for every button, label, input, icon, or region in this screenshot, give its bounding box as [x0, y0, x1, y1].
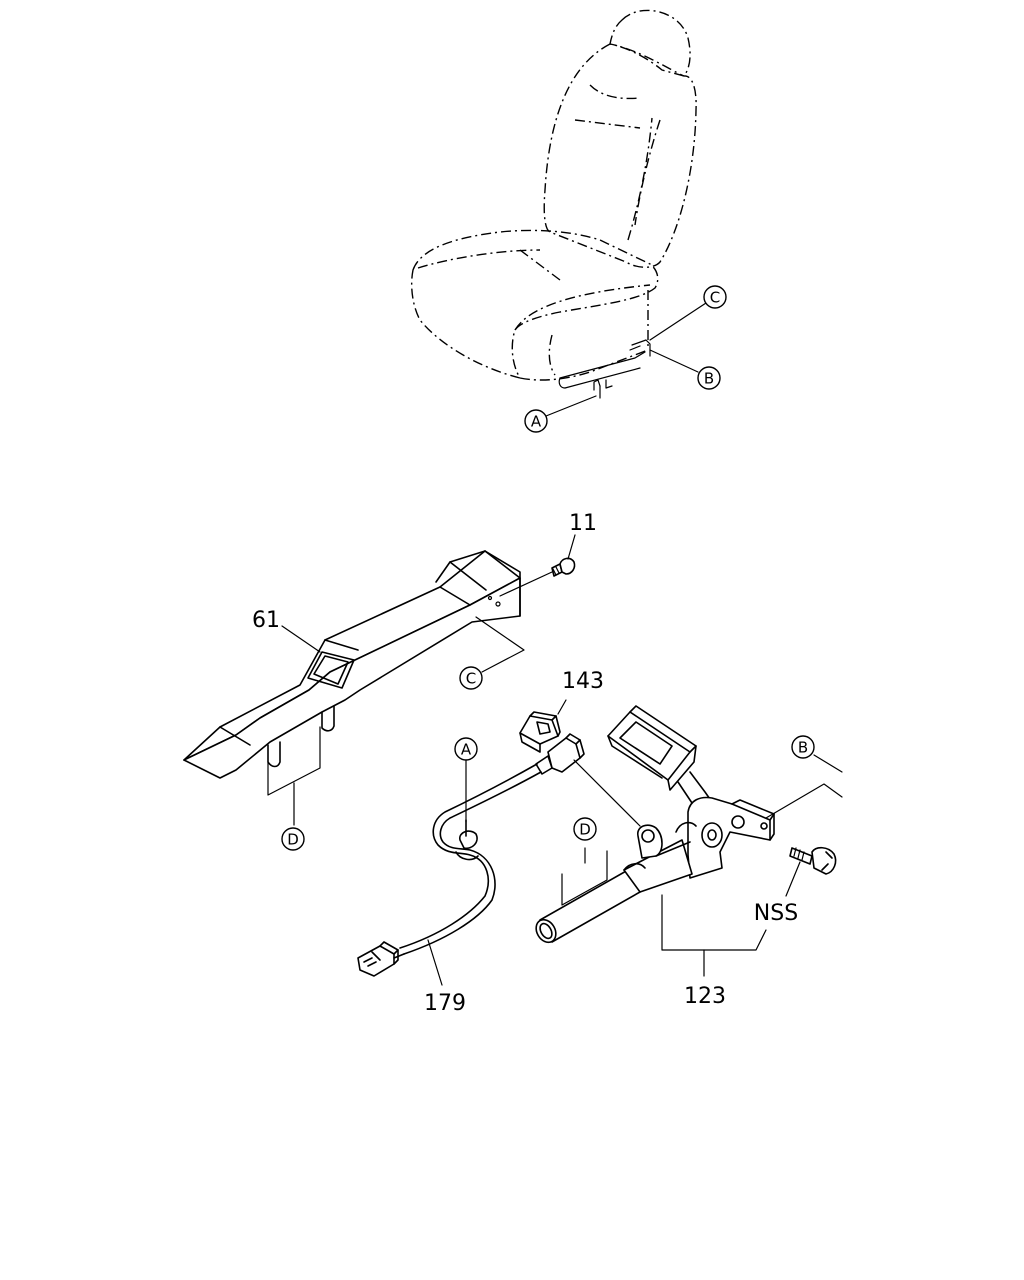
marker-seat-a: A: [524, 409, 548, 433]
marker-buckle-d: D: [573, 817, 597, 841]
marker-rail-c: C: [459, 666, 483, 690]
part-61-rail-cover: [183, 550, 521, 779]
part-179-harness: [357, 733, 585, 986]
marker-seat-c: C: [703, 285, 727, 309]
callout-61: 61: [252, 608, 280, 633]
marker-harness-a: A: [454, 737, 478, 761]
callout-11: 11: [569, 511, 597, 536]
marker-buckle-b: B: [791, 735, 815, 759]
leader-buckle-b-upper: [813, 754, 843, 773]
marker-buckle-b-text: B: [798, 739, 808, 757]
leader-buckle-b: [765, 783, 843, 819]
marker-seat-b: B: [697, 366, 721, 390]
rail-d-bracket: [267, 726, 321, 826]
seat-phantom-outline: [411, 9, 697, 399]
marker-seat-b-text: B: [704, 370, 714, 388]
seat-leader-lines: [545, 302, 707, 417]
marker-harness-a-text: A: [461, 741, 472, 759]
callout-179: 179: [424, 991, 466, 1016]
callout-143: 143: [562, 669, 604, 694]
marker-rail-d: D: [281, 827, 305, 851]
callout-123: 123: [684, 984, 726, 1009]
nss-bolt: [785, 846, 837, 897]
marker-rail-d-text: D: [287, 831, 299, 849]
callout-nss: NSS: [754, 901, 798, 926]
rail-c-bracket: [475, 616, 525, 673]
marker-seat-a-text: A: [531, 413, 542, 431]
marker-seat-c-text: C: [710, 289, 720, 307]
leader-61: [281, 625, 321, 653]
marker-rail-c-text: C: [466, 670, 476, 688]
part-123-buckle: [535, 705, 775, 977]
part-11-screw: [499, 534, 576, 597]
part-143-switch: [519, 699, 567, 753]
marker-buckle-d-text: D: [579, 821, 591, 839]
